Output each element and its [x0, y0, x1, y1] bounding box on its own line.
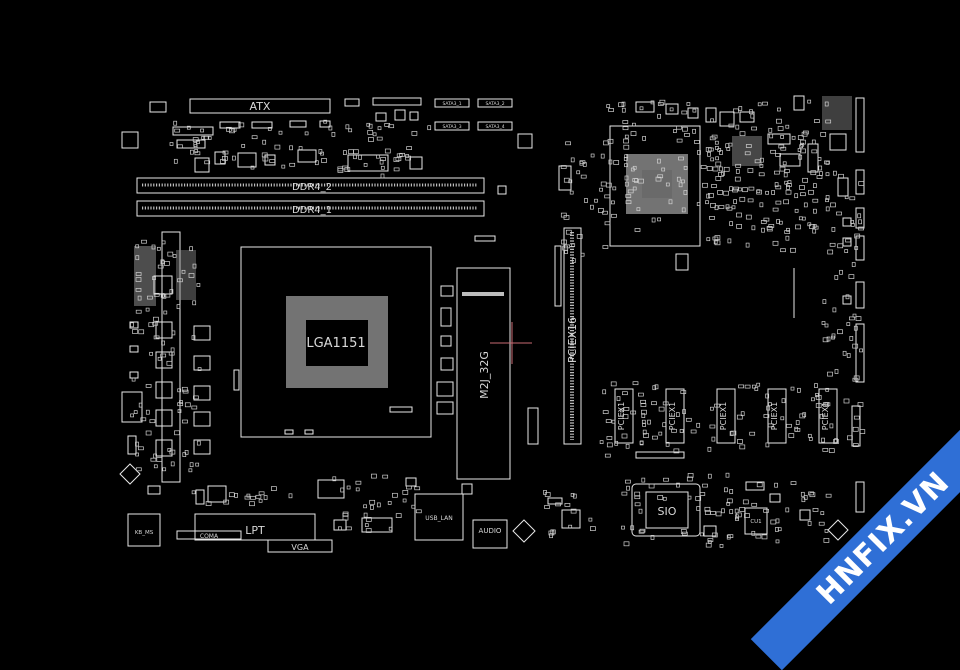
sata-4[interactable] [477, 121, 513, 131]
lpt-label: LPT [245, 524, 265, 537]
pcie-x16-label: PCIEX16 [566, 317, 579, 363]
small-part [344, 98, 360, 107]
sio-chip[interactable]: SIO [631, 483, 701, 537]
ddr4-1-label: DDR4_1 [292, 205, 332, 216]
sio-label: SIO [658, 505, 677, 518]
header-strip [372, 97, 422, 106]
pcie-x16-slot[interactable]: PCIEX16 [563, 227, 582, 445]
motherboard-boardview: ATX SATA3_1 SATA3_2 SATA3_3 SATA3_4 [119, 95, 866, 553]
right-edge-headers [793, 97, 865, 513]
atx-label: ATX [250, 100, 271, 113]
pcie-x1-slot-2[interactable]: PCIEX1 [665, 388, 685, 444]
small-part [554, 245, 562, 307]
audio-label: AUDIO [479, 527, 502, 535]
atx-connector[interactable]: ATX [189, 98, 331, 114]
pcie-x1-5-label: PCIEX1 [821, 402, 830, 430]
sata-1[interactable] [434, 98, 470, 108]
pch-side-components [635, 95, 852, 197]
cpu-socket[interactable]: LGA1151 [233, 246, 432, 438]
small-part [461, 483, 473, 495]
sata-2-label: SATA3_2 [485, 101, 504, 107]
pcie-x1-slot-1[interactable]: PCIEX1 [614, 388, 634, 444]
sata-3-label: SATA3_3 [442, 124, 461, 130]
m2-slot[interactable]: M2J_32G [456, 267, 511, 480]
usb-lan-connector[interactable]: USB_LAN [414, 493, 464, 541]
kb-ms-connector[interactable]: KB_MS [127, 513, 161, 547]
pcie-x1-4-label: PCIEX1 [770, 402, 779, 430]
small-part [474, 235, 496, 242]
pch-chip[interactable] [609, 125, 701, 271]
top-left-components [121, 109, 533, 173]
pcie-x1-slots: PCIEX1 PCIEX1 PCIEX1 PCIEX1 PCIEX1 [614, 388, 838, 459]
small-header [149, 101, 167, 113]
smd-pads [130, 99, 866, 548]
sata-3[interactable] [434, 121, 470, 131]
pcie-x1-slot-3[interactable]: PCIEX1 [716, 388, 736, 444]
audio-connector[interactable]: AUDIO [472, 519, 508, 549]
pcie-x1-2-label: PCIEX1 [668, 402, 677, 430]
pcie-x1-1-label: PCIEX1 [617, 402, 626, 430]
mounting-hole [512, 519, 536, 543]
bottom-left-components [195, 477, 417, 533]
small-part [497, 185, 507, 195]
com-header[interactable]: COMA [176, 530, 242, 540]
lpt-connector[interactable]: LPT [194, 513, 316, 541]
pcie-x1-slot-5[interactable]: PCIEX1 [818, 388, 838, 444]
sata-1-label: SATA3_1 [442, 101, 461, 107]
sata-4-label: SATA3_4 [485, 124, 504, 130]
cursor-crosshair [490, 322, 532, 364]
sata-2[interactable] [477, 98, 513, 108]
cu1-chip[interactable]: CU1 [744, 507, 768, 535]
kb-ms-label: KB_MS [135, 530, 154, 536]
com-label: COMA [200, 533, 219, 540]
bottom-right-components [703, 481, 849, 541]
ddr4-slot-1[interactable]: DDR4_1 [136, 200, 485, 217]
pcie-x1-slot-4[interactable]: PCIEX1 [767, 388, 787, 444]
sata-connectors: SATA3_1 SATA3_2 SATA3_3 SATA3_4 [434, 98, 513, 131]
cpu-socket-label: LGA1151 [306, 336, 365, 351]
vrm-left-area [119, 231, 211, 495]
small-part [547, 497, 563, 505]
vga-connector[interactable]: VGA [267, 539, 333, 553]
m2-side-components [436, 285, 539, 445]
m2-label: M2J_32G [478, 351, 491, 399]
usb-lan-label: USB_LAN [425, 515, 452, 522]
ddr4-slot-2[interactable]: DDR4_2 [136, 177, 485, 194]
cu1-label: CU1 [750, 519, 761, 525]
ddr4-2-label: DDR4_2 [292, 182, 332, 193]
small-part [558, 165, 572, 191]
vga-label: VGA [291, 543, 309, 552]
pcie-x1-3-label: PCIEX1 [719, 402, 728, 430]
